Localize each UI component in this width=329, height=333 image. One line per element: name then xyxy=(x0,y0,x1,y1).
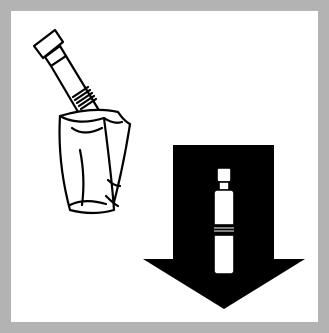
ampule-in-pouch-panel xyxy=(34,30,130,213)
ampule-down-arrow-panel xyxy=(143,145,305,309)
pouch-icon xyxy=(59,110,130,213)
ampule-icon xyxy=(34,30,100,122)
